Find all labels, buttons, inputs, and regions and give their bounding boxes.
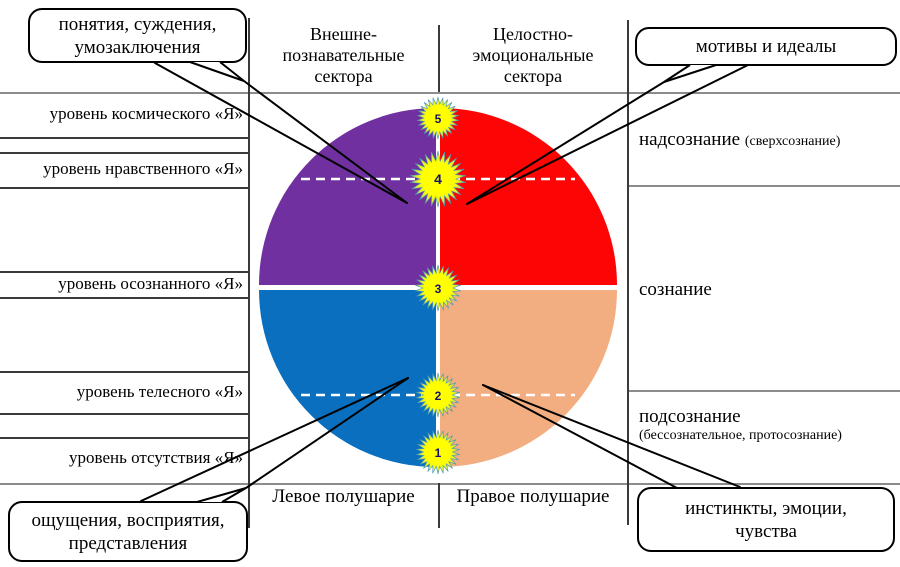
callout-instincts-line1: инстинкты, эмоции, [685, 497, 847, 519]
callout-motives-tail [663, 64, 717, 83]
grid-line-left [0, 297, 248, 299]
grid-line-left [0, 413, 248, 415]
quadrant-bottom-right [440, 290, 617, 467]
label-subconscious: подсознание (бессознательное, протосозна… [639, 406, 842, 444]
badge-5-star [417, 96, 459, 140]
callout-concepts: понятия, суждения, умозаключения [28, 8, 247, 63]
badge-3: 3 [415, 264, 461, 312]
badge-4: 4 [410, 150, 466, 208]
grid-line-left [0, 152, 248, 154]
callout-motives: мотивы и идеалы [635, 27, 897, 66]
level-label-cosmic: уровень космического «Я» [49, 104, 243, 123]
badge-1-number: 1 [435, 446, 442, 460]
badge-3-disc [424, 274, 452, 302]
callout-instincts-line2: чувства [735, 520, 797, 542]
badge-2-disc [424, 381, 452, 409]
badge-4-number: 4 [434, 171, 442, 187]
badge-4-star [410, 150, 466, 208]
callout-sensations-line2: представления [68, 532, 188, 554]
callout-concepts-tail [189, 61, 245, 82]
grid-line-right [627, 185, 900, 187]
level-label-absence: уровень отсутствия «Я» [69, 448, 243, 467]
grid-line-left [0, 437, 248, 439]
callout-sensations: ощущения, восприятия, представления [8, 501, 248, 562]
badge-1: 1 [416, 429, 460, 475]
badge-2-number: 2 [435, 389, 442, 403]
label-subconscious-note: (бессознательное, протосознание) [639, 428, 842, 443]
label-superconscious-main: надсознание [639, 129, 741, 150]
grid-vline-left-column [248, 18, 250, 528]
grid-line-left [0, 371, 248, 373]
grid-vline-right-column [627, 20, 629, 525]
callout-instincts: инстинкты, эмоции, чувства [637, 487, 895, 552]
badge-2-star [416, 372, 460, 418]
grid-line-left [0, 271, 248, 273]
level-label-aware: уровень осознанного «Я» [58, 274, 243, 293]
connector-sensations-b [245, 377, 409, 489]
badge-5: 5 [417, 96, 459, 140]
badge-2: 2 [416, 372, 460, 418]
quadrant-top-left [259, 108, 436, 285]
grid-line-bottom [0, 483, 900, 485]
grid-vline-sector-divider [438, 25, 440, 92]
callout-sensations-tail [196, 487, 247, 503]
badge-5-disc [425, 105, 451, 131]
callout-motives-line1: мотивы и идеалы [695, 36, 837, 57]
badge-1-star [416, 429, 460, 475]
quadrant-top-right [440, 108, 617, 285]
badge-1-disc [424, 438, 452, 466]
label-superconscious-note: (сверхсознание) [744, 134, 841, 149]
grid-line-left [0, 187, 248, 189]
label-subconscious-main: подсознание [639, 406, 741, 427]
hemisphere-label-right: Правое полушарие [456, 486, 610, 507]
quadrant-bottom-left [259, 290, 436, 467]
callout-concepts-line2: умозаключения [74, 36, 201, 58]
sector-heading-right: Целостно- эмоциональные сектора [472, 24, 594, 86]
badge-4-disc [421, 162, 455, 196]
connector-concepts-b [243, 80, 408, 204]
callout-concepts-line1: понятия, суждения, [58, 13, 217, 35]
grid-line-top [0, 92, 900, 94]
badge-3-star [415, 264, 461, 312]
level-label-bodily: уровень телесного «Я» [76, 382, 243, 401]
grid-line-left [0, 137, 248, 139]
sector-heading-left: Внешне- познавательные сектора [282, 24, 405, 86]
label-superconscious: надсознание (сверхсознание) [639, 129, 840, 151]
callout-sensations-line1: ощущения, восприятия, [31, 509, 225, 531]
grid-vline-hemisphere-divider [438, 483, 440, 528]
level-label-moral: уровень нравственного «Я» [43, 159, 243, 178]
badge-5-number: 5 [435, 112, 442, 126]
label-conscious: сознание [639, 279, 712, 300]
grid-line-right [627, 390, 900, 392]
badge-3-number: 3 [435, 282, 442, 296]
hemisphere-label-left: Левое полушарие [272, 486, 415, 507]
